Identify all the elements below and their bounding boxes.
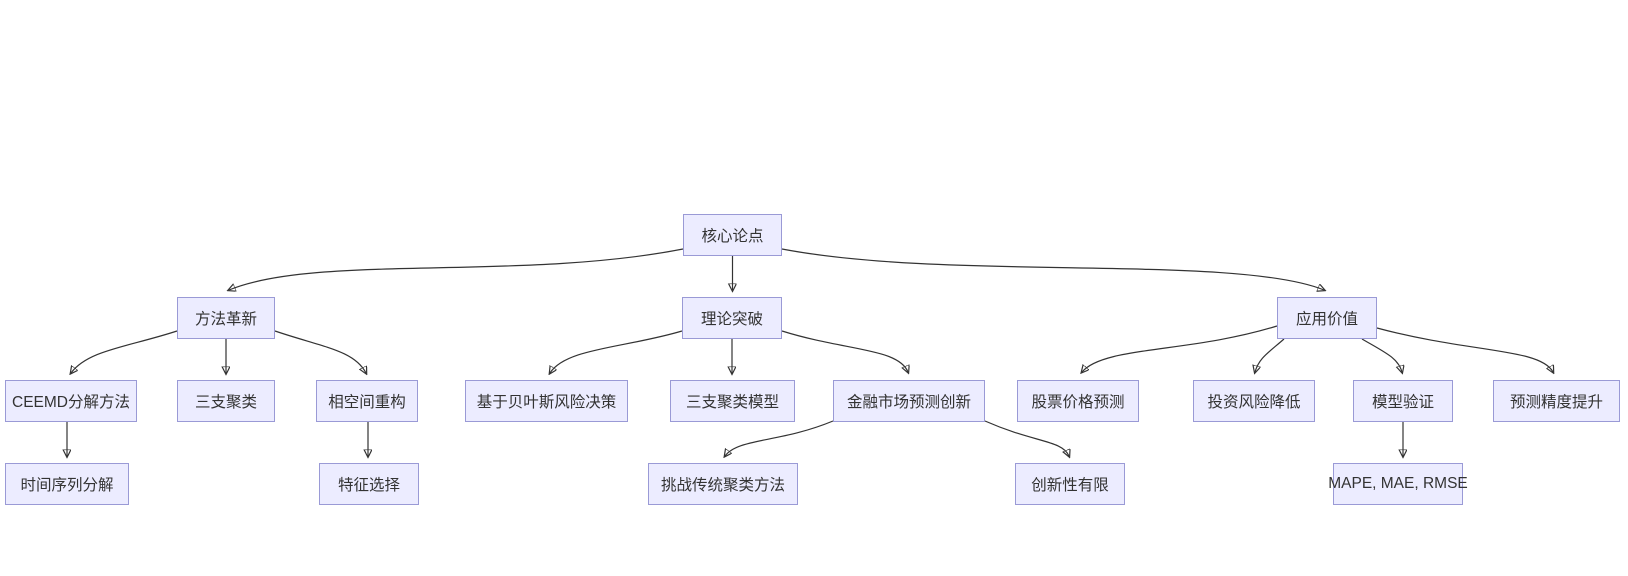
- node-challenge-traditional-clustering: 挑战传统聚类方法: [648, 463, 798, 505]
- node-stock-price-prediction-label: 股票价格预测: [1031, 394, 1125, 411]
- node-model-validation-label: 模型验证: [1371, 394, 1434, 411]
- node-feature-selection: 特征选择: [319, 463, 419, 505]
- edge-theory-to-bayes: [550, 330, 683, 373]
- node-bayesian-risk-decision-label: 基于贝叶斯风险决策: [476, 394, 617, 411]
- node-method-innovation: 方法革新: [177, 297, 275, 339]
- node-bayesian-risk-decision: 基于贝叶斯风险决策: [465, 380, 628, 422]
- edge-fin-innovation-to-limited: [984, 420, 1069, 456]
- node-time-series-decomposition-label: 时间序列分解: [20, 477, 114, 494]
- node-forecast-accuracy-improvement-label: 预测精度提升: [1509, 394, 1603, 411]
- node-error-metrics-label: MAPE, MAE, RMSE: [1328, 475, 1468, 492]
- edge-application-to-risk: [1255, 338, 1285, 372]
- node-ceemd-decomposition: CEEMD分解方法: [5, 380, 137, 422]
- edge-application-to-validation: [1361, 338, 1402, 372]
- edge-fin-innovation-to-challenge: [725, 420, 834, 456]
- node-stock-price-prediction: 股票价格预测: [1017, 380, 1139, 422]
- edge-core-to-method: [229, 248, 684, 290]
- node-investment-risk-reduction-label: 投资风险降低: [1207, 394, 1301, 411]
- node-application-value-label: 应用价值: [1295, 311, 1358, 328]
- node-forecast-accuracy-improvement: 预测精度提升: [1493, 380, 1620, 422]
- node-challenge-traditional-clustering-label: 挑战传统聚类方法: [660, 477, 785, 494]
- edge-application-to-accuracy: [1376, 327, 1553, 372]
- node-three-way-clustering-model: 三支聚类模型: [670, 380, 795, 422]
- node-feature-selection-label: 特征选择: [337, 477, 400, 494]
- node-error-metrics: MAPE, MAE, RMSE: [1328, 463, 1468, 505]
- node-application-value: 应用价值: [1277, 297, 1377, 339]
- node-core-thesis-label: 核心论点: [701, 228, 764, 245]
- node-time-series-decomposition: 时间序列分解: [5, 463, 129, 505]
- node-three-way-clustering-label: 三支聚类: [194, 394, 257, 411]
- node-theory-breakthrough-label: 理论突破: [700, 311, 763, 328]
- node-limited-novelty-label: 创新性有限: [1031, 477, 1109, 494]
- node-three-way-clustering: 三支聚类: [177, 380, 275, 422]
- node-investment-risk-reduction: 投资风险降低: [1193, 380, 1315, 422]
- node-financial-market-forecast-innovation: 金融市场预测创新: [833, 380, 985, 422]
- node-phase-space-reconstruction-label: 相空间重构: [328, 394, 406, 411]
- node-phase-space-reconstruction: 相空间重构: [316, 380, 418, 422]
- node-three-way-clustering-model-label: 三支聚类模型: [685, 394, 779, 411]
- node-financial-market-forecast-innovation-label: 金融市场预测创新: [846, 394, 971, 411]
- node-theory-breakthrough: 理论突破: [682, 297, 782, 339]
- edge-method-to-ceemd: [71, 330, 178, 373]
- node-core-thesis: 核心论点: [683, 214, 782, 256]
- node-method-innovation-label: 方法革新: [194, 311, 257, 328]
- node-model-validation: 模型验证: [1353, 380, 1453, 422]
- edge-theory-to-fin-innovation: [781, 330, 908, 372]
- edge-application-to-stock: [1082, 325, 1278, 372]
- node-limited-novelty: 创新性有限: [1015, 463, 1125, 505]
- node-ceemd-decomposition-label: CEEMD分解方法: [12, 394, 130, 411]
- edge-method-to-phase-space: [274, 330, 366, 373]
- edge-core-to-application: [781, 248, 1324, 290]
